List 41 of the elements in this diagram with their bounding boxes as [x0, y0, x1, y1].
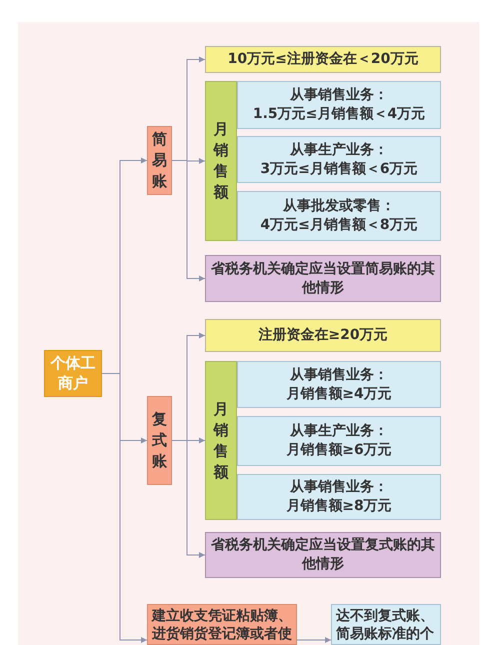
- note-box: [331, 604, 441, 645]
- criteria-heading: 从事生产业务：: [290, 422, 388, 441]
- root-box: [44, 350, 102, 397]
- group-label-bar: [205, 81, 237, 241]
- criteria-box: [237, 474, 441, 520]
- criteria-box: [237, 136, 441, 183]
- criteria-value: 月销售额≥6万元: [286, 441, 392, 460]
- criteria-heading: 从事生产业务：: [290, 140, 388, 160]
- connector-arrow: [172, 440, 206, 558]
- connector-arrow: [172, 160, 206, 282]
- criteria-value: 3万元≤月销售额＜6万元: [260, 160, 418, 178]
- criteria-box: [237, 416, 441, 466]
- criteria-box: [237, 81, 441, 129]
- category-box: [147, 396, 172, 485]
- node-label: 达不到复式账、简易账标准的个: [336, 608, 435, 643]
- node-label: 简易账: [152, 129, 167, 192]
- criteria-value: 月销售额≥4万元: [286, 384, 392, 404]
- criteria-heading: 从事销售业务：: [290, 366, 388, 384]
- node-label: 省税务机关确定应当设置简易账的其他情形: [210, 260, 436, 298]
- node-label: 注册资金在≥20万元: [258, 326, 388, 345]
- criteria-box: [237, 361, 441, 408]
- criteria-value: 1.5万元≤月销售额＜4万元: [252, 105, 426, 124]
- node-label: 10万元≤注册资金在＜20万元: [228, 50, 418, 69]
- criteria-box: [237, 191, 441, 241]
- node-label: 个体工商户: [49, 354, 96, 393]
- category-box: [147, 126, 172, 195]
- connector-arrow: [102, 373, 148, 643]
- node-label: 复式账: [152, 409, 167, 472]
- node-label: 建立收支凭证粘贴簿、进货销货登记簿或者使: [152, 608, 292, 643]
- connector-arrow: [296, 637, 332, 643]
- condition-box: [205, 319, 441, 352]
- criteria-heading: 从事批发或零售：: [283, 197, 395, 216]
- group-label-bar: [205, 361, 237, 520]
- criteria-value: 4万元≤月销售额＜8万元: [260, 216, 418, 235]
- condition-box: [205, 46, 441, 73]
- criteria-value: 月销售额≥8万元: [286, 497, 392, 516]
- criteria-heading: 从事销售业务：: [290, 478, 388, 497]
- criteria-heading: 从事销售业务：: [290, 86, 388, 105]
- node-label: 月销售额: [214, 119, 228, 203]
- node-label: 省税务机关确定应当设置复式账的其他情形: [210, 536, 436, 574]
- node-label: 月销售额: [214, 398, 228, 482]
